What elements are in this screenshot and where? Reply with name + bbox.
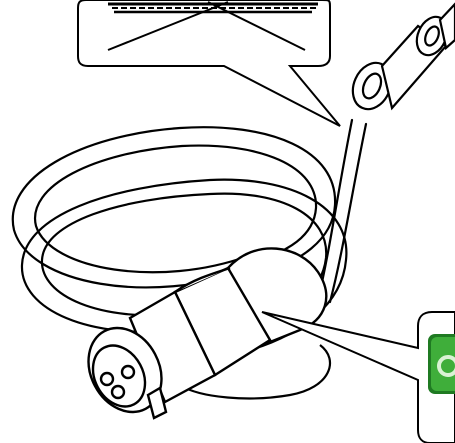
strain-relief bbox=[346, 4, 455, 115]
green-icon-cropped bbox=[428, 334, 455, 394]
cable-upper-run bbox=[318, 120, 366, 302]
plug bbox=[74, 248, 326, 424]
coiled-cable-callout bbox=[78, 0, 340, 126]
